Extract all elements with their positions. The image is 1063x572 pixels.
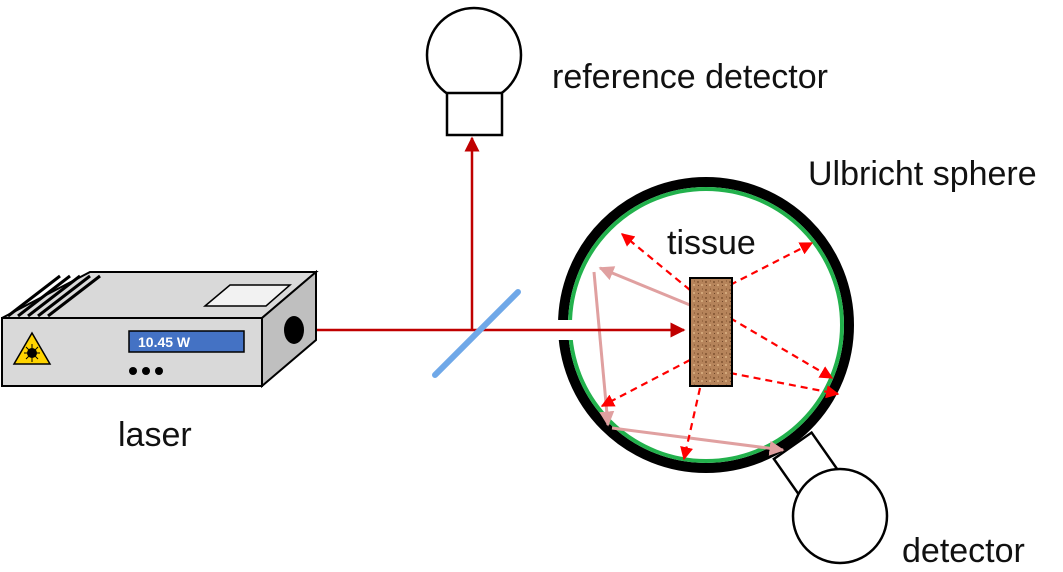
- laser-display-value: 10.45 W: [138, 334, 191, 350]
- mirror-icon: [432, 289, 521, 378]
- ulbricht-sphere-label: Ulbricht sphere: [808, 155, 1037, 193]
- laser-warning-icon: [12, 331, 52, 365]
- reference-detector-label: reference detector: [552, 58, 828, 96]
- detector-bulb: [791, 467, 889, 565]
- reference-detector-bulb: [425, 6, 523, 104]
- reference-detector-base: [445, 91, 504, 137]
- tissue-block: [689, 277, 733, 387]
- laser-button-2: [142, 367, 150, 375]
- laser-label: laser: [118, 416, 192, 454]
- laser-button-3: [155, 367, 163, 375]
- reference-detector: [425, 6, 523, 137]
- detector-label: detector: [902, 532, 1025, 570]
- laser-top-panel: [202, 284, 292, 307]
- laser-device: 10.45 W: [1, 269, 319, 389]
- laser-display: [128, 330, 245, 353]
- detector: [772, 430, 889, 565]
- laser-vents: [7, 274, 101, 318]
- laser-aperture: [284, 316, 304, 344]
- tissue-label: tissue: [667, 224, 756, 262]
- laser-button-1: [129, 367, 137, 375]
- tissue-sample: [689, 277, 733, 387]
- scatter-paths: [600, 233, 840, 461]
